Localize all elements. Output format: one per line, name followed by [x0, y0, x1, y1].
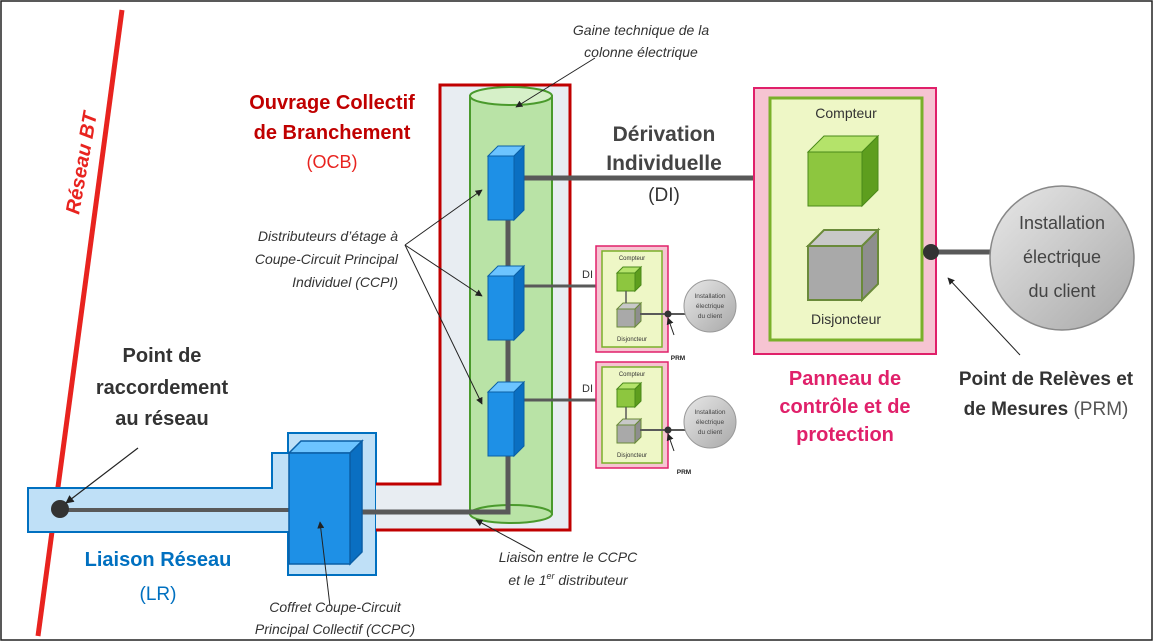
prm-line1: Point de Relèves et — [959, 369, 1134, 390]
mini1-install-3: du client — [698, 313, 722, 320]
panneau-title-1: Panneau de — [789, 368, 901, 390]
raccordement-line2: raccordement — [96, 377, 229, 399]
reseau-bt-line — [35, 9, 125, 637]
liaison-reseau-label: Liaison Réseau — [85, 549, 232, 571]
mini2-install-1: Installation — [694, 409, 725, 416]
disjoncteur-cube — [805, 227, 881, 303]
gaine-line2: colonne électrique — [584, 44, 698, 60]
mini1-disjoncteur: Disjoncteur — [617, 337, 647, 343]
mini1-prm: PRM — [671, 355, 685, 362]
installation-line2: électrique — [1023, 247, 1101, 267]
ccpi-cube-bottom — [486, 380, 526, 458]
panneau-title-2: contrôle et de — [779, 396, 910, 418]
ccpi-arrow-top — [404, 189, 483, 246]
ccpi-arrow-low — [404, 244, 483, 405]
liaison-ccpc-arrow — [475, 519, 536, 553]
ccpc-cube — [287, 439, 364, 566]
liaison-reseau-abbr: (LR) — [140, 584, 177, 605]
mini-panneau-1: Compteur Disjoncteur Installation électr… — [595, 245, 737, 362]
mini2-disjoncteur: Disjoncteur — [617, 453, 647, 459]
liaison-ccpc-line1: Liaison entre le CCPC — [499, 549, 638, 565]
mini2-prm: PRM — [677, 469, 691, 476]
raccordement-line1: Point de — [123, 345, 202, 367]
panneau-inner — [768, 96, 924, 342]
compteur-cube — [806, 134, 880, 208]
prm-arrow — [947, 277, 1021, 356]
ccpi-line2: Coupe-Circuit Principal — [255, 251, 399, 267]
mini2-compteur: Compteur — [619, 372, 645, 378]
ocb-line1: Ouvrage Collectif — [249, 92, 415, 114]
ocb-line2: de Branchement — [254, 122, 411, 144]
installation-line3: du client — [1028, 281, 1095, 301]
derivation-abbr: (DI) — [648, 185, 680, 206]
installation-client-ball — [989, 185, 1135, 331]
prm-line2: de Mesures (PRM) — [964, 399, 1129, 420]
panneau-title-3: protection — [796, 424, 894, 446]
derivation-line2: Individuelle — [606, 152, 722, 175]
liaison-ccpc-line2: et le 1er distributeur — [508, 571, 629, 588]
derivation-line1: Dérivation — [613, 123, 716, 146]
ccpi-line3: Individuel (CCPI) — [292, 274, 398, 290]
mini1-compteur: Compteur — [619, 256, 645, 262]
gaine-arrow — [515, 57, 596, 108]
di-label-mid: DI — [582, 269, 593, 281]
di-label-low: DI — [582, 383, 593, 395]
prm-dot — [923, 244, 939, 260]
colonne-top — [469, 86, 553, 106]
ccpi-line1: Distributeurs d’étage à — [258, 228, 398, 244]
ccpc-line1: Coffret Coupe-Circuit — [269, 599, 402, 615]
ccpc-line2: Principal Collectif (CCPC) — [255, 621, 415, 637]
gaine-line1: Gaine technique de la — [573, 22, 709, 38]
raccordement-dot — [51, 500, 69, 518]
mini-panneau-2: Compteur Disjoncteur Installation électr… — [595, 361, 737, 476]
mini1-install-2: électrique — [696, 303, 725, 310]
panneau-compteur-label: Compteur — [815, 105, 877, 121]
installation-line1: Installation — [1019, 213, 1105, 233]
ocb-abbr: (OCB) — [307, 152, 358, 172]
mini2-install-3: du client — [698, 429, 722, 436]
raccordement-arrow — [65, 447, 139, 504]
panneau-disjoncteur-label: Disjoncteur — [811, 311, 881, 327]
raccordement-line3: au réseau — [115, 408, 208, 430]
ccpc-arrow — [317, 521, 331, 607]
mini2-install-2: électrique — [696, 419, 725, 426]
mini1-install-1: Installation — [694, 293, 725, 300]
ccpi-cube-middle — [486, 264, 526, 342]
ccpi-arrow-mid — [404, 244, 483, 297]
ccpi-cube-top — [486, 144, 526, 222]
